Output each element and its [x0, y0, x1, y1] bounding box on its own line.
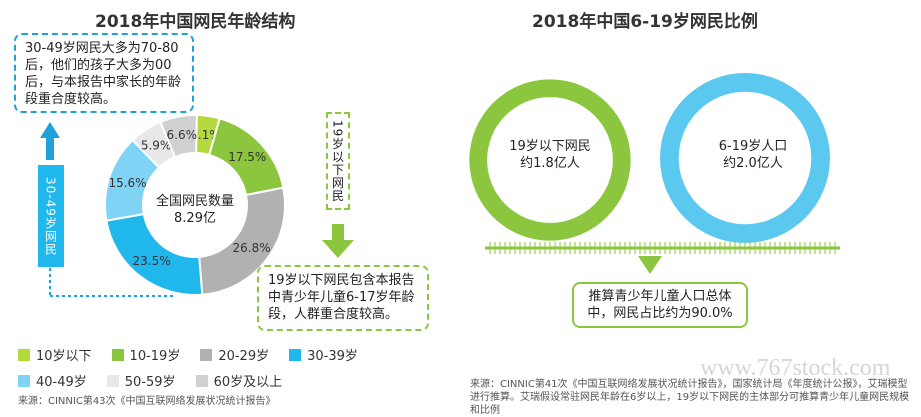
down-triangle-icon [638, 256, 662, 274]
watermark: www.767stock.com [700, 355, 891, 381]
donut-slice-6 [159, 114, 198, 159]
legend: 10岁以下 10-19岁 20-29岁 30-39岁 40-49岁 50-59岁 60岁及… [18, 345, 438, 390]
bubble1-line2: 约1.8亿人 [520, 156, 580, 171]
legend-swatch-1 [111, 348, 124, 361]
legend-swatch-6 [195, 374, 208, 387]
legend-swatch-2 [200, 348, 213, 361]
legend-label-3: 30-39岁 [307, 349, 358, 364]
donut-center-line2: 8.29亿 [174, 211, 216, 226]
legend-item-6: 60岁及以上 [195, 371, 283, 390]
bubble-label-1: 19岁以下网民 约1.8亿人 [480, 138, 620, 172]
legend-label-2: 20-29岁 [218, 349, 270, 364]
left-side-label: 30-49岁网民 [43, 176, 58, 256]
left-source: 来源：CINNIC第43次《中国互联网络发展状况统计报告》 [18, 396, 276, 407]
donut-value-label-3: 23.5% [133, 254, 171, 268]
bubble-inner-1 [678, 91, 812, 225]
donut-value-label-1: 17.5% [228, 150, 266, 164]
right-chart-title: 2018年中国6-19岁网民比例 [532, 12, 758, 32]
left-chart-title: 2018年中国网民年龄结构 [95, 12, 296, 32]
left-arrow-connector [40, 122, 175, 297]
legend-item-5: 50-59岁 [106, 371, 176, 390]
callout-top-note: 30-49岁网民大多为70-80后，他们的孩子大多为00后，与本报告中家长的年龄… [14, 33, 194, 113]
legend-label-6: 60岁及以上 [213, 375, 283, 390]
bubble-label-2: 6-19岁人口 约2.0亿人 [678, 138, 828, 172]
legend-swatch-4 [18, 374, 30, 387]
bubble-inner-0 [487, 97, 613, 223]
right-side-label: 19岁以下网民 [330, 119, 345, 203]
legend-swatch-3 [289, 348, 302, 361]
right-source: 来源：CINNIC第41次《中国互联网络发展状况统计报告》，国家统计局《年度统计… [470, 379, 910, 416]
donut-slice-2 [198, 186, 286, 296]
donut-value-label-5: 5.9% [141, 139, 172, 153]
legend-item-2: 20-29岁 [200, 345, 269, 364]
legend-label-5: 50-59岁 [124, 375, 176, 390]
left-side-label-box: 30-49岁网民 [38, 165, 64, 267]
bubble2-line2: 约2.0亿人 [723, 156, 783, 171]
callout-bottom-note: 19岁以下网民包含本报告中青少年儿童6-17岁年龄段，人群重合度较高。 [257, 265, 429, 331]
donut-center-label: 全国网民数量 8.29亿 [140, 193, 250, 227]
legend-label-0: 10岁以下 [36, 349, 92, 364]
bubble1-line1: 19岁以下网民 [509, 139, 591, 154]
donut-value-label-2: 26.8% [233, 241, 271, 255]
age-donut-chart: 4.1%17.5%26.8%23.5%15.6%5.9%6.6% [104, 113, 286, 296]
donut-value-label-6: 6.6% [167, 128, 198, 142]
legend-swatch-0 [18, 348, 30, 361]
legend-item-4: 40-49岁 [18, 371, 87, 390]
right-side-label-box: 19岁以下网民 [326, 112, 350, 210]
legend-item-0: 10岁以下 [18, 345, 92, 364]
legend-label-4: 40-49岁 [36, 375, 87, 390]
up-arrow-icon [40, 122, 60, 160]
donut-center-line1: 全国网民数量 [155, 194, 234, 209]
bubble2-line1: 6-19岁人口 [718, 139, 788, 154]
down-arrow-icon [322, 224, 354, 258]
result-box: 推算青少年儿童人口总体中，网民占比约为90.0% [572, 282, 748, 328]
legend-item-1: 10-19岁 [111, 345, 181, 364]
legend-swatch-5 [106, 374, 119, 387]
legend-label-1: 10-19岁 [129, 349, 181, 364]
donut-value-label-4: 15.6% [108, 176, 146, 190]
legend-item-3: 30-39岁 [289, 345, 358, 364]
population-bubbles [469, 73, 840, 274]
